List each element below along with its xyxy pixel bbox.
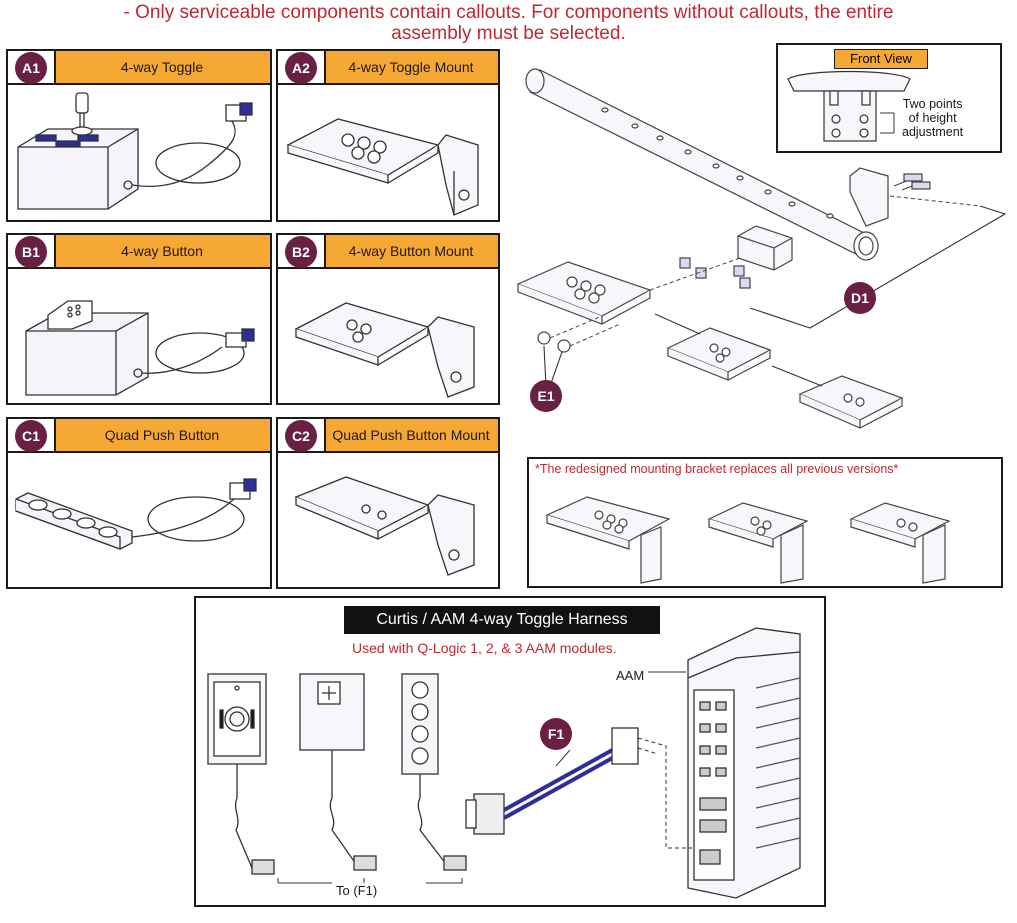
panel-header: C1 Quad Push Button (8, 419, 270, 453)
panel-a2-4way-toggle-mount[interactable]: A2 4-way Toggle Mount (276, 49, 500, 222)
panel-b1-4way-button[interactable]: B1 4-way Button (6, 233, 272, 405)
callout-badge-d1[interactable]: D1 (844, 282, 876, 314)
panel-title: 4-way Toggle (120, 59, 204, 75)
front-view-label: Two points of height adjustment (902, 97, 964, 139)
quad-button-mount-drawing (278, 453, 498, 587)
panel-title: 4-way Button (121, 243, 203, 259)
panel-header: B2 4-way Button Mount (278, 235, 498, 269)
callout-badge-b1[interactable]: B1 (15, 236, 47, 268)
toggle-drawing (8, 85, 270, 220)
button-drawing (8, 269, 270, 403)
harness-subtitle: Used with Q-Logic 1, 2, & 3 AAM modules. (352, 640, 617, 656)
front-view-title: Front View (834, 49, 928, 69)
panel-c1-quad-push-button[interactable]: C1 Quad Push Button (6, 417, 272, 589)
redesigned-bracket-box: *The redesigned mounting bracket replace… (527, 457, 1003, 588)
redesign-note: *The redesigned mounting bracket replace… (535, 462, 899, 476)
service-note-line1: - Only serviceable components contain ca… (123, 2, 894, 23)
panel-title: 4-way Toggle Mount (348, 59, 474, 75)
callout-badge-f1[interactable]: F1 (540, 718, 572, 750)
service-note-line2: assembly must be selected. (391, 23, 626, 44)
quad-button-drawing (8, 453, 270, 587)
to-f1-label: To (F1) (336, 883, 378, 898)
callout-badge-c2[interactable]: C2 (285, 420, 317, 452)
front-view-inset: Front View Two points of height adjustme… (776, 43, 1002, 153)
exploded-assembly-view: D1 E1 (510, 46, 1015, 446)
panel-title: Quad Push Button Mount (332, 427, 490, 443)
callout-badge-c1[interactable]: C1 (15, 420, 47, 452)
harness-title: Curtis / AAM 4-way Toggle Harness (344, 606, 660, 634)
callout-badge-e1[interactable]: E1 (530, 380, 562, 412)
panel-header: B1 4-way Button (8, 235, 270, 269)
panel-c2-quad-push-button-mount[interactable]: C2 Quad Push Button Mount (276, 417, 500, 589)
panel-title: Quad Push Button (104, 427, 220, 443)
callout-badge-a1[interactable]: A1 (15, 52, 47, 84)
panel-header: A1 4-way Toggle (8, 51, 270, 85)
panel-header: A2 4-way Toggle Mount (278, 51, 498, 85)
callout-badge-b2[interactable]: B2 (285, 236, 317, 268)
aam-label: AAM (616, 668, 645, 683)
callout-badge-a2[interactable]: A2 (285, 52, 317, 84)
panel-a1-4way-toggle[interactable]: A1 4-way Toggle (6, 49, 272, 222)
toggle-mount-drawing (278, 85, 498, 220)
panel-b2-4way-button-mount[interactable]: B2 4-way Button Mount (276, 233, 500, 405)
panel-title: 4-way Button Mount (348, 243, 474, 259)
button-mount-drawing (278, 269, 498, 403)
harness-box: Curtis / AAM 4-way Toggle Harness Used w… (194, 596, 826, 907)
service-note: - Only serviceable components contain ca… (0, 2, 1017, 44)
panel-header: C2 Quad Push Button Mount (278, 419, 498, 453)
